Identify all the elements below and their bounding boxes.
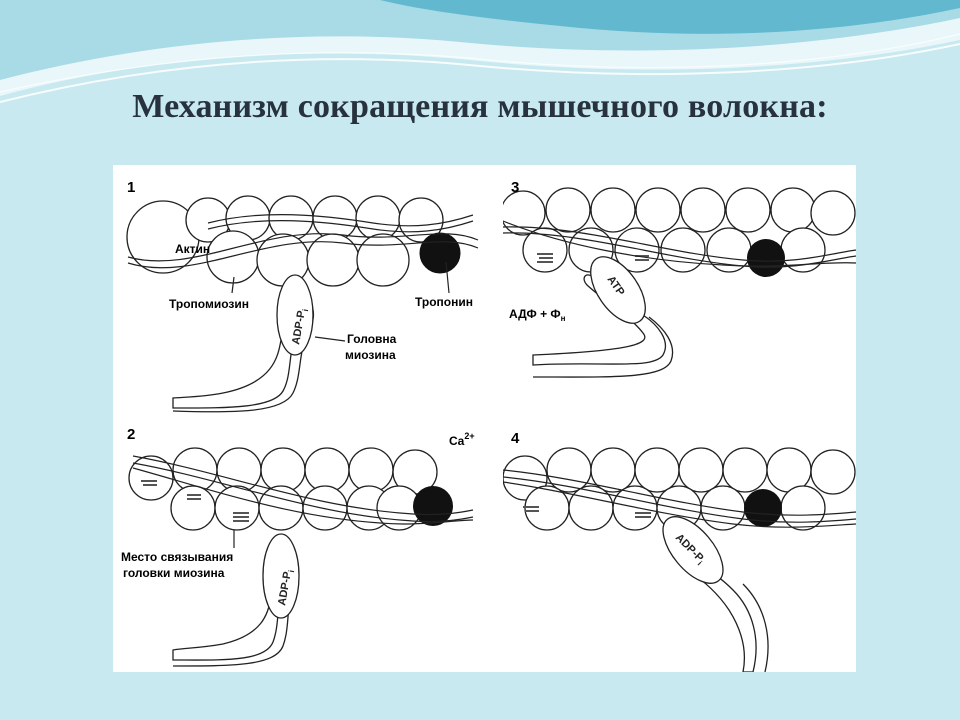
wave-top-dark [380,0,960,34]
actin-filament-icon [128,447,438,531]
myosin-head-icon [172,274,315,413]
panel-number: 3 [511,179,520,196]
tropomyosin-strand-icon [503,469,856,528]
myosin-head-icon [532,256,674,378]
label-troponin: Тропонин [415,295,473,309]
actin-filament-icon [126,195,444,287]
head-text: ADP-Pi [276,569,296,607]
label-myosin-head-1: Головна [347,332,397,346]
panel-number: 2 [127,426,136,443]
label-products: АДФ + Фн [509,307,566,323]
label-calcium-charge: 2+ [464,431,475,441]
muscle-contraction-figure: 1 ADP-Pi [113,165,856,672]
myosin-head-icon [172,533,300,667]
label-products-text: АДФ + Ф [509,307,561,321]
label-actin: Актин [175,242,211,256]
panel-3: 3 ATP АДФ [503,165,856,415]
head-text: ADP-Pi [290,308,310,346]
panel-4: 4 ADP-Pi [503,420,856,672]
panel-2-drawing: ADP-Pi [128,447,474,667]
tropomyosin-strand-icon [127,214,479,269]
panel-2: 2 [113,420,483,672]
troponin-icon [744,489,782,527]
slide-title: Механизм сокращения мышечного волокна: [132,88,828,125]
panel-number: 4 [511,430,520,447]
panel-1: 1 ADP-Pi [113,165,483,415]
panel-1-drawing: ADP-Pi [126,195,479,413]
label-products-sub: н [560,314,566,323]
myosin-head-icon [662,516,769,672]
label-calcium: Ca2+ [449,431,475,449]
actin-filament-icon [503,187,856,273]
tropomyosin-strand-icon [503,220,856,268]
panel-number: 1 [127,179,136,196]
label-calcium-text: Ca [449,434,465,448]
label-binding-site-2: головки миозина [123,566,225,580]
tropomyosin-strand-icon [132,455,474,525]
troponin-icon [419,232,461,274]
panel-4-drawing: ADP-Pi [503,447,856,672]
troponin-icon [747,239,785,277]
label-myosin-head-2: миозина [345,348,396,362]
troponin-icon [413,486,453,526]
panel-3-drawing: ATP [503,187,856,378]
label-binding-site-1: Место связывания [121,550,234,564]
label-tropomyosin: Тропомиозин [169,297,249,311]
